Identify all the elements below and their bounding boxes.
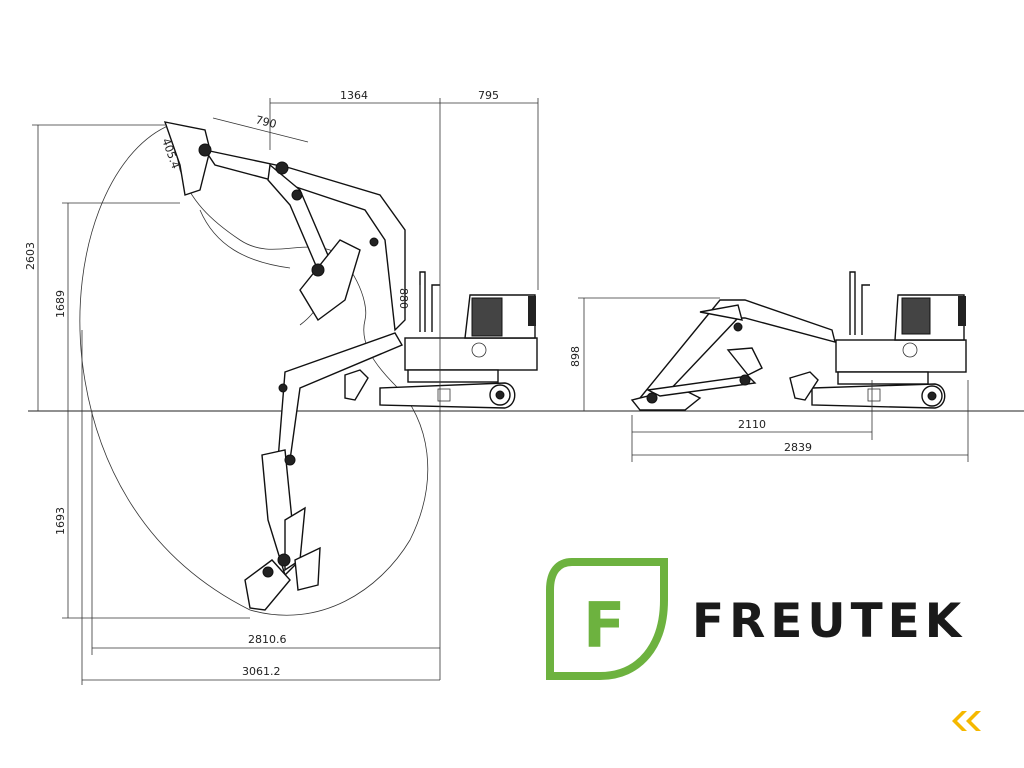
working-range-view: 1364 795 790 405.4 2603 1689 880 1693 28… [24,89,539,685]
dim-3061-2: 3061.2 [242,665,281,678]
freutek-logo: F FREUTEK [546,558,966,680]
logo-mark-icon [546,558,668,680]
dim-1364: 1364 [340,89,368,102]
transport-view: 898 2110 2839 [569,271,969,462]
reach-envelope [79,124,429,616]
dim-880: 880 [397,288,410,309]
left-dimension-lines [32,98,539,685]
dim-790: 790 [254,113,278,131]
dim-2810-6: 2810.6 [248,633,287,646]
dim-2603: 2603 [24,242,37,270]
dim-2839: 2839 [784,441,812,454]
logo-mark-letter: F [583,589,625,662]
dim-898: 898 [569,346,582,367]
dim-1693: 1693 [54,507,67,535]
excavator-body-left [344,271,538,409]
dim-1689: 1689 [54,290,67,318]
logo-wordmark: FREUTEK [692,594,966,649]
dim-2110: 2110 [738,418,766,431]
upper-arm-position [163,121,406,332]
lower-arm-position [244,332,404,611]
double-chevron-left-icon [952,711,981,731]
dim-795: 795 [478,89,499,102]
